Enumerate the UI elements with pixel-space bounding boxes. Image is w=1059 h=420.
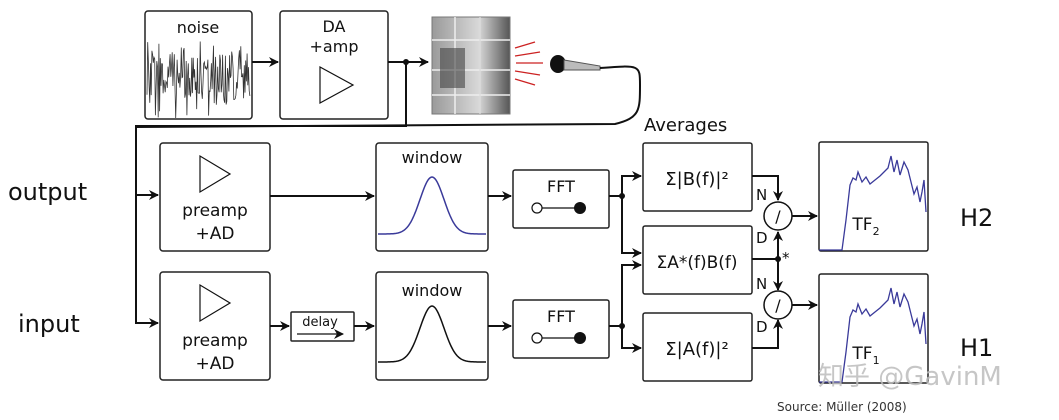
window-curve	[378, 176, 486, 235]
preamp-label: preamp	[182, 331, 248, 351]
fft-filled-node-icon	[574, 202, 586, 214]
fft-b-to-sum-b-arrow	[609, 171, 642, 197]
delay-block: delay	[290, 311, 355, 342]
da-label: DA	[323, 17, 346, 36]
h1-label: H1	[960, 334, 993, 362]
sum-cross-spectrum-block: ΣA*(f)B(f)	[642, 225, 753, 295]
noise-label: noise	[177, 18, 220, 37]
sum-a-to-divider-h1-arrow	[752, 319, 783, 349]
input-window-block: window	[375, 271, 489, 381]
sum-ab-label: ΣA*(f)B(f)	[656, 253, 737, 273]
input-preamp-block: preamp +AD	[159, 271, 271, 381]
noise-block: noise	[144, 10, 253, 120]
ad-label: +AD	[196, 354, 235, 374]
tf2-curve	[819, 155, 927, 251]
source-caption: Source: Müller (2008)	[777, 400, 907, 414]
preamp-label: preamp	[182, 201, 248, 221]
divider-h2: / N D	[756, 186, 793, 247]
input-fft-block: FFT	[512, 299, 610, 359]
fft-label: FFT	[547, 177, 575, 196]
fft-label: FFT	[547, 307, 575, 326]
divide-symbol: /	[775, 296, 781, 315]
fft-a-to-cross-arrow	[621, 260, 642, 326]
divider-h1: / N D	[756, 275, 793, 336]
amplifier-triangle-icon	[319, 65, 355, 105]
fft-a-to-sum-a-arrow	[609, 325, 642, 353]
amp-label: +amp	[310, 37, 359, 56]
fft-open-node-icon	[531, 332, 543, 344]
sum-b-squared-block: Σ|B(f)|²	[642, 142, 753, 212]
tf1-curve	[819, 287, 927, 383]
fft-open-node-icon	[531, 202, 543, 214]
preamp-triangle-icon	[199, 154, 232, 194]
sum-b-label: Σ|B(f)|²	[665, 169, 728, 190]
denominator-label: D	[756, 318, 768, 336]
h2-label: H2	[960, 204, 993, 232]
sum-b-to-divider-h2-arrow	[752, 175, 783, 201]
numerator-label: N	[756, 186, 767, 204]
fft-b-to-cross-arrow	[621, 196, 642, 258]
window-label: window	[402, 148, 463, 167]
mic-cable	[135, 65, 642, 128]
watermark: 知乎 @GavinM	[818, 362, 1002, 392]
divide-symbol: /	[775, 207, 781, 226]
output-window-block: window	[375, 142, 489, 252]
denominator-label: D	[756, 229, 768, 247]
output-label: output	[8, 178, 87, 206]
fft-filled-node-icon	[574, 332, 586, 344]
output-preamp-block: preamp +AD	[159, 142, 271, 252]
delay-label: delay	[302, 315, 338, 330]
sound-waves-icon	[514, 41, 543, 86]
averages-label: Averages	[644, 115, 727, 136]
ad-label: +AD	[196, 224, 235, 244]
preamp-triangle-icon	[199, 283, 232, 323]
conjugate-marker: *	[782, 249, 790, 267]
window-label: window	[402, 281, 463, 300]
noise-waveform	[146, 41, 251, 119]
tf2-plot: TF2	[818, 141, 929, 252]
mic-to-input-wire	[135, 130, 159, 328]
microphone-icon	[550, 55, 601, 73]
tf1-label: TF1	[851, 344, 879, 367]
tf2-label: TF2	[851, 215, 879, 238]
sum-a-label: Σ|A(f)|²	[665, 339, 728, 360]
speaker-icon	[431, 16, 511, 115]
numerator-label: N	[756, 275, 767, 293]
sum-a-squared-block: Σ|A(f)|²	[642, 312, 753, 382]
window-curve	[378, 305, 486, 363]
output-fft-block: FFT	[512, 169, 610, 229]
input-label: input	[18, 310, 80, 338]
da-amp-block: DA +amp	[279, 10, 389, 120]
tf1-plot: TF1	[818, 273, 929, 384]
